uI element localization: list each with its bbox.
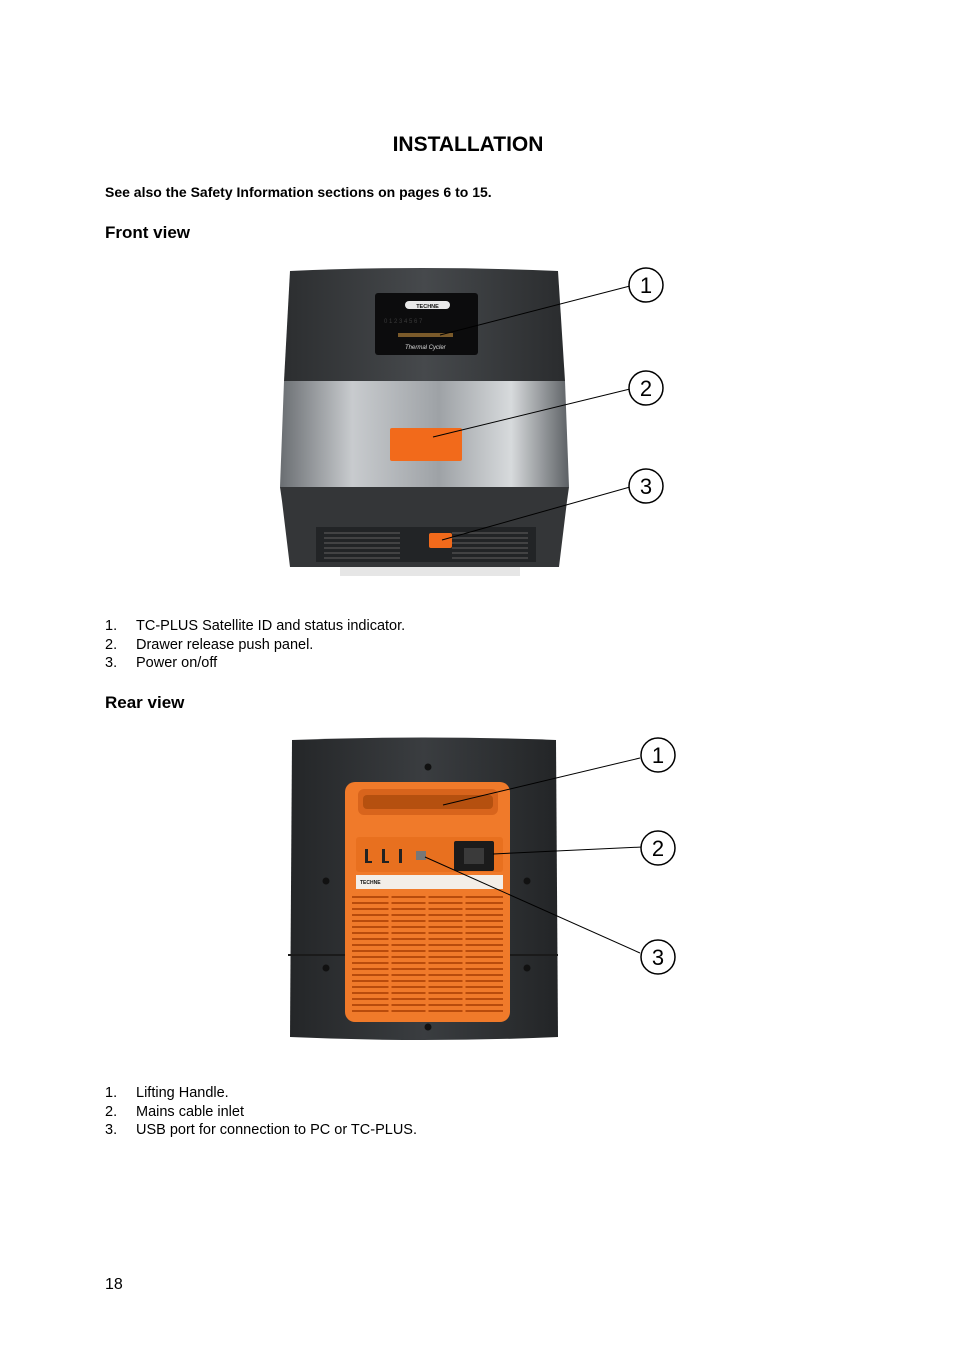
callout-2-label: 2 (652, 836, 664, 861)
list-item: 3.USB port for connection to PC or TC-PL… (105, 1122, 417, 1138)
callout-2-marker (640, 830, 676, 866)
usb-port (416, 851, 426, 860)
list-item: 1.TC-PLUS Satellite ID and status indica… (105, 618, 406, 634)
rear-view-image: TECHNE 1 2 3 (288, 737, 676, 1040)
callout-3-label: 3 (640, 474, 652, 499)
front-view-list: 1.TC-PLUS Satellite ID and status indica… (105, 617, 405, 673)
callout-1-label: 1 (652, 743, 664, 768)
device-model-label: Thermal Cycler (405, 345, 447, 351)
callout-3-marker (628, 468, 664, 504)
list-item: 2.Drawer release push panel. (105, 636, 314, 653)
rear-brand-logo: TECHNE (360, 880, 381, 886)
rear-view-list: 1.Lifting Handle. 2.Mains cable inlet 3.… (105, 1084, 417, 1140)
callout-1-label: 1 (640, 273, 652, 298)
status-display (375, 293, 478, 355)
list-item: 3.Power on/off (105, 655, 218, 671)
front-view-image: TECHNE 0 1 2 3 4 5 6 7 Thermal Cycler 1 … (280, 267, 664, 576)
front-view-heading: Front view (105, 223, 191, 242)
list-item: 2.Mains cable inlet (105, 1103, 244, 1120)
drawer-release-panel (390, 428, 462, 461)
safety-note: See also the Safety Information sections… (105, 184, 492, 200)
svg-text:0 1 2 3 4 5 6 7: 0 1 2 3 4 5 6 7 (384, 319, 423, 325)
page-number: 18 (105, 1276, 123, 1293)
callout-1-marker (628, 267, 664, 303)
rear-view-heading: Rear view (105, 693, 185, 712)
list-item: 1.Lifting Handle. (105, 1085, 229, 1101)
power-switch (429, 533, 452, 548)
callout-3-marker (640, 939, 676, 975)
callout-2-label: 2 (640, 376, 652, 401)
callout-3-label: 3 (652, 945, 664, 970)
callout-1-marker (640, 737, 676, 773)
page-title: INSTALLATION (392, 133, 544, 156)
front-brand-logo: TECHNE (416, 304, 439, 310)
callout-2-marker (628, 370, 664, 406)
